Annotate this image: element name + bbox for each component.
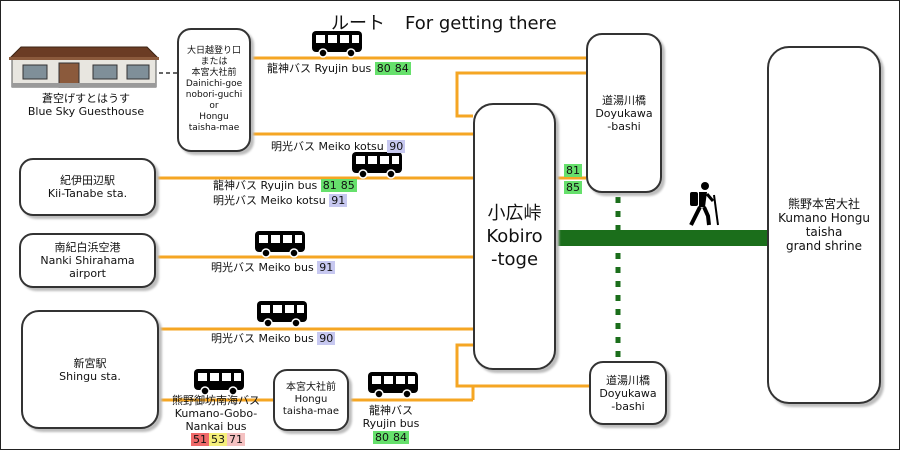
- route-badge: 81: [320, 179, 339, 192]
- stop-kii-tanabe-ja: 紀伊田辺駅: [60, 174, 115, 187]
- stop-dainichi-line-7: Hongu: [199, 112, 229, 122]
- stop-shirahama[interactable]: 南紀白浜空港 Nanki Shirahama airport: [19, 233, 156, 288]
- stop-doyukawa-top[interactable]: 道湯川橋 Doyukawa -bashi: [586, 33, 662, 193]
- stop-doyukawa-top-ja: 道湯川橋: [602, 93, 646, 107]
- route-label-text: 明光バス Meiko bus: [211, 261, 314, 274]
- route-label-ja: 熊野御坊南海バス: [172, 394, 260, 407]
- stop-kobiro-ja: 小広峠: [487, 203, 542, 224]
- stop-hongu-taisha-mae-ja: 本宮大社前: [286, 382, 336, 393]
- route-label-text: 明光バス Meiko kotsu: [213, 194, 326, 207]
- route-label-ja: 龍神バス: [369, 404, 413, 417]
- title-en: For getting there: [405, 13, 557, 34]
- stop-shirahama-en2: airport: [69, 267, 106, 280]
- stop-dainichi-line-5: nobori-guchi: [185, 90, 243, 100]
- route-label-meiko-bus-91: 明光バス Meiko bus 91: [211, 261, 336, 274]
- route-badge: 90: [387, 140, 406, 153]
- bus-icon: [368, 372, 418, 399]
- stop-doyukawa-top-en2: -bashi: [607, 119, 641, 133]
- route-badge: 84: [391, 431, 409, 444]
- stop-shingu-en: Shingu sta.: [59, 369, 121, 383]
- stop-dainichi-line-2: または: [200, 57, 228, 67]
- guesthouse-name-ja: 蒼空げすとはうす: [42, 92, 130, 105]
- stop-kobiro-en2: -toge: [490, 249, 539, 270]
- stop-kii-tanabe-en: Kii-Tanabe sta.: [47, 187, 128, 200]
- route-badge: 80: [373, 431, 391, 444]
- stop-shingu[interactable]: 新宮駅 Shingu sta.: [21, 310, 159, 429]
- stop-dainichi-line-4: Dainichi-goe: [185, 79, 243, 89]
- route-badge: 91: [329, 194, 348, 207]
- stop-shirahama-ja: 南紀白浜空港: [54, 241, 121, 254]
- route-label-en2: Nankai bus: [185, 420, 247, 433]
- route-label-text: 龍神バス Ryujin bus: [267, 62, 372, 75]
- route-badge: 85: [338, 179, 357, 192]
- route-label-kumano-gobo-nankai: 熊野御坊南海バス Kumano-Gobo- Nankai bus: [161, 394, 271, 433]
- route-label-meiko-bus-90: 明光バス Meiko bus 90: [211, 332, 336, 345]
- stop-hongu-taisha-mae-en1: Hongu: [294, 394, 328, 405]
- route-badge: 80: [374, 62, 393, 75]
- stop-hongu-taisha-mae[interactable]: 本宮大社前 Hongu taisha-mae: [273, 369, 349, 431]
- stop-doyukawa-bottom-ja: 道湯川橋: [606, 373, 650, 387]
- title-ja: ルート: [331, 13, 385, 34]
- hiker-icon: [689, 182, 719, 226]
- bus-icon: [352, 152, 402, 179]
- stop-dainichi-line-1: 大日越登り口: [186, 46, 241, 56]
- route-badge: 53: [209, 433, 227, 446]
- stop-kii-tanabe[interactable]: 紀伊田辺駅 Kii-Tanabe sta.: [19, 158, 156, 216]
- route-badge: 71: [227, 433, 245, 446]
- route-label-meiko-91: 明光バス Meiko kotsu 91: [213, 194, 348, 207]
- route-label-ryujin-80-84-lower: 龍神バス Ryujin bus: [351, 404, 431, 430]
- stop-doyukawa-bottom-en1: Doyukawa: [599, 386, 657, 400]
- stop-dainichi[interactable]: 大日越登り口 または 本宮大社前 Dainichi-goe nobori-guc…: [177, 28, 251, 152]
- stop-kumano-en2: taisha: [805, 225, 843, 239]
- stop-kumano-en3: grand shrine: [785, 239, 863, 253]
- stop-doyukawa-top-en1: Doyukawa: [595, 106, 653, 120]
- bus-icon: [312, 31, 362, 58]
- route-label-text: 明光バス Meiko kotsu: [271, 140, 384, 153]
- stop-hongu-taisha-mae-en2: taisha-mae: [282, 406, 340, 417]
- stop-kumano-ja: 熊野本宮大社: [787, 197, 860, 211]
- route-badge: 51: [191, 433, 209, 446]
- bus-icon: [194, 369, 244, 396]
- stop-doyukawa-bottom-en2: -bashi: [611, 399, 645, 413]
- stop-kumano-en1: Kumano Hongu: [778, 211, 870, 225]
- guesthouse-caption: 蒼空げすとはうす Blue Sky Guesthouse: [1, 92, 171, 118]
- route-badge: 84: [392, 62, 411, 75]
- stop-dainichi-line-6: or: [209, 101, 219, 111]
- route-badge: 91: [317, 261, 336, 274]
- bus-icon: [255, 231, 305, 258]
- stop-shirahama-en1: Nanki Shirahama: [40, 254, 135, 267]
- guesthouse-building-icon: [9, 46, 159, 88]
- route-label-text: 龍神バス Ryujin bus: [213, 179, 318, 192]
- route-badge-doyukawa-85: 85: [564, 181, 582, 194]
- stop-shingu-ja: 新宮駅: [73, 356, 107, 370]
- route-label-text: 明光バス Meiko bus: [211, 332, 314, 345]
- guesthouse-name-en: Blue Sky Guesthouse: [27, 105, 145, 118]
- stop-dainichi-line-8: taisha-mae: [188, 123, 240, 133]
- bus-icon: [257, 301, 307, 328]
- route-label-en: Ryujin bus: [362, 417, 420, 430]
- diagram-title: ルート For getting there: [331, 13, 577, 35]
- stop-dainichi-line-3: 本宮大社前: [191, 68, 237, 78]
- route-label-meiko-90: 明光バス Meiko kotsu 90: [271, 140, 406, 153]
- stop-kobiro-toge[interactable]: 小広峠 Kobiro -toge: [473, 103, 556, 370]
- stop-kobiro-en1: Kobiro: [486, 226, 543, 247]
- route-label-en1: Kumano-Gobo-: [174, 407, 258, 420]
- route-badge-doyukawa-81: 81: [564, 164, 582, 177]
- route-badge: 90: [317, 332, 336, 345]
- stop-kumano-hongu-taisha[interactable]: 熊野本宮大社 Kumano Hongu taisha grand shrine: [767, 46, 881, 404]
- stop-doyukawa-bottom[interactable]: 道湯川橋 Doyukawa -bashi: [589, 361, 667, 425]
- route-badge: 85: [564, 181, 582, 194]
- route-badge: 81: [564, 164, 582, 177]
